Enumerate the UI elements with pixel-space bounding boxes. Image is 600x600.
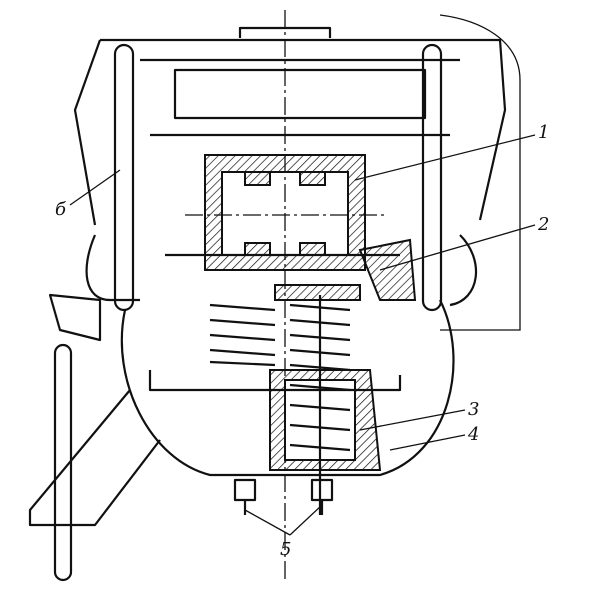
leader-lines [69,134,536,536]
callout-4: 4 [467,424,479,445]
bowl [85,234,478,477]
lever [28,293,161,582]
callout-6: б [55,199,67,220]
callout-3: 3 [468,399,479,420]
springs [209,295,351,515]
callout-5: 5 [280,539,291,560]
callout-1: 1 [538,122,549,143]
housing-frame [73,10,521,580]
callout-2: 2 [537,214,549,235]
bolts [233,478,334,515]
